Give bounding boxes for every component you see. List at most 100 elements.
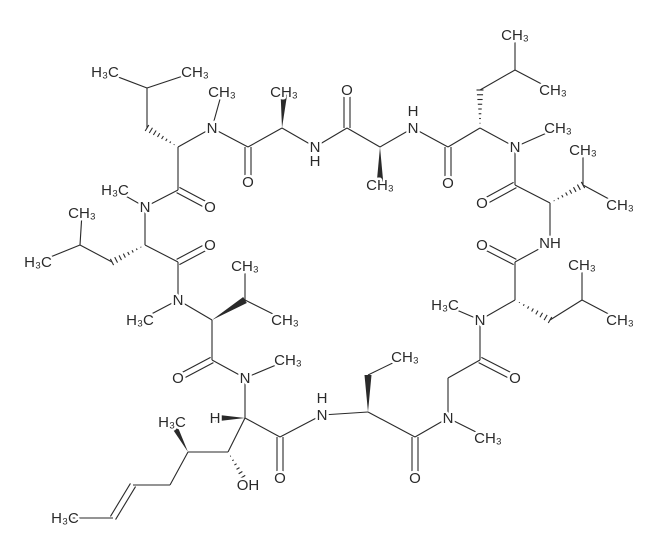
hash-line [238, 471, 243, 475]
single-bond [227, 417, 246, 453]
atom-label-nitrogen: N [173, 292, 184, 309]
hash-line [122, 253, 126, 258]
hash-line [569, 189, 573, 194]
single-bond [104, 71, 148, 89]
single-bond [514, 69, 554, 91]
hash-line [161, 135, 164, 140]
atom-label-n: N [317, 407, 328, 424]
atom-label-oxygen: O [509, 370, 521, 387]
atom-label-methyl: CH₃ [270, 84, 298, 101]
atom-label-oxygen: O [442, 175, 454, 192]
atom-label-hydroxyl: OH [237, 477, 260, 494]
atom-label-amide-nh: NH [539, 235, 561, 252]
hash-line [165, 138, 168, 142]
atom-label-oxygen: O [242, 174, 254, 191]
atom-label-oxygen: O [204, 237, 216, 254]
atom-label-methyl: CH₃ [568, 257, 596, 274]
atom-label-methyl: CH₃ [501, 27, 529, 44]
single-bond [379, 127, 414, 148]
atom-label-n: N [310, 139, 321, 156]
hashed-bond [518, 301, 553, 324]
bond-line [176, 192, 209, 211]
atom-label-h: H [317, 390, 328, 407]
single-bond [139, 299, 179, 321]
single-bond [367, 411, 416, 438]
wedge-bond [364, 375, 372, 412]
hash-line [576, 184, 581, 191]
hash-line [573, 186, 577, 193]
single-bond [479, 69, 516, 91]
hash-line [231, 459, 235, 462]
double-bond [444, 147, 452, 183]
single-bond [211, 91, 223, 129]
atom-label-methyl: CH₃ [539, 82, 567, 99]
hash-line [557, 197, 560, 200]
single-bond [479, 299, 516, 321]
hashed-bond [476, 89, 484, 124]
atom-label-oxygen: O [341, 82, 353, 99]
double-bond [276, 437, 284, 478]
hash-line [240, 474, 246, 479]
bond-line [176, 241, 209, 260]
wedge-bond [212, 297, 247, 320]
single-bond [447, 127, 481, 148]
double-bond [176, 241, 212, 266]
single-bond [211, 359, 246, 379]
single-bond [211, 127, 249, 148]
atom-label-methyl-left: H₃C [431, 297, 459, 314]
atom-label-methyl: CH₃ [569, 142, 597, 159]
single-bond [177, 127, 213, 148]
double-bond [480, 181, 517, 207]
bond-line [109, 483, 131, 517]
hash-line [531, 308, 534, 312]
hash-line [118, 255, 122, 261]
single-bond [447, 417, 489, 439]
hash-line [535, 310, 539, 315]
single-bond [412, 127, 449, 148]
single-bond [244, 359, 289, 379]
double-bond [478, 356, 517, 382]
atom-label-methyl-left: H₃C [158, 414, 186, 431]
single-bond [447, 359, 481, 379]
atom-label-methyl: CH₃ [606, 312, 634, 329]
hash-line [169, 141, 172, 144]
single-bond [281, 127, 316, 148]
hash-line [561, 194, 564, 198]
double-bond [244, 147, 252, 182]
bond-line [480, 181, 514, 201]
atom-label-h: H [408, 103, 419, 120]
double-bond [411, 437, 419, 478]
bond-line [480, 247, 514, 266]
hash-line [236, 467, 240, 470]
double-bond [176, 356, 214, 382]
atom-label-methyl-left: H₃C [24, 254, 52, 271]
atom-label-nitrogen: N [207, 120, 218, 137]
atom-label-oxygen: O [172, 370, 184, 387]
single-bond [144, 244, 179, 263]
bond-line [481, 356, 517, 376]
single-bond [581, 299, 621, 321]
single-bond [514, 184, 551, 204]
single-bond [144, 189, 179, 208]
wedge-bond [376, 147, 384, 185]
hashed-bond [553, 181, 586, 202]
hash-line [539, 312, 544, 318]
hashed-bond [144, 124, 175, 146]
hash-line [157, 132, 161, 138]
atom-label-methyl: CH₃ [181, 64, 209, 81]
single-bond [514, 242, 551, 263]
double-bond [176, 186, 212, 211]
wedge-bond [280, 91, 288, 128]
bond-line [483, 241, 517, 260]
hash-line [127, 251, 130, 256]
atom-label-methyl: CH₃ [391, 349, 419, 366]
single-bond [346, 127, 381, 148]
atom-label-methyl: CH₃ [274, 352, 302, 369]
atom-label-methyl: CH₃ [544, 120, 572, 137]
atom-label-methyl-left: H₃C [51, 510, 79, 527]
bond-line [478, 362, 514, 382]
atom-label-nitrogen: N [510, 139, 521, 156]
atom-label-nitrogen: N [140, 199, 151, 216]
atom-label-nitrogen: N [475, 312, 486, 329]
